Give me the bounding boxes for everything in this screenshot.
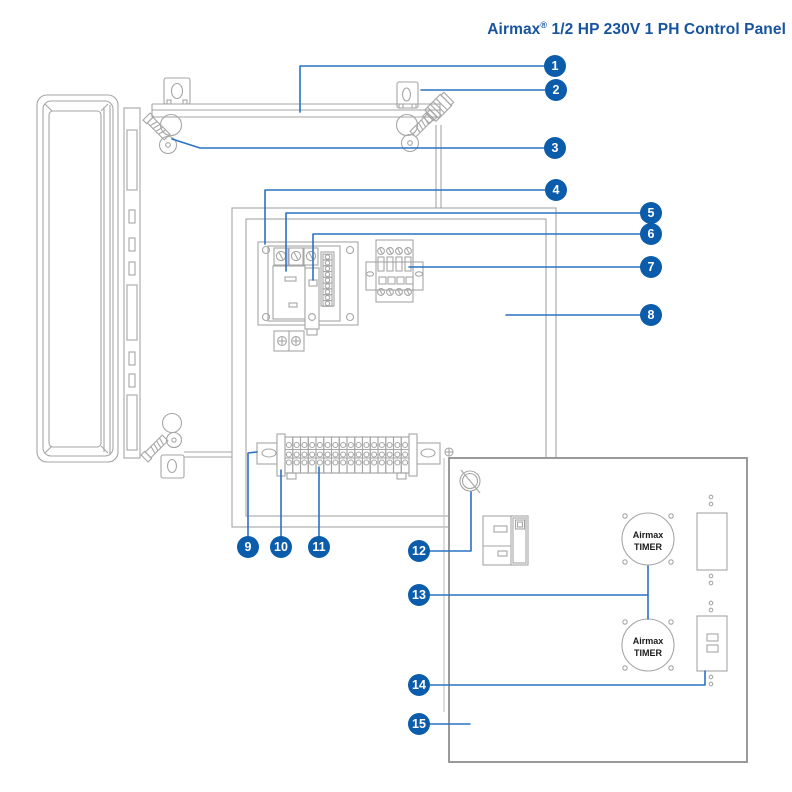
door-clamp-bottom-left xyxy=(140,412,183,463)
leader-line-9 xyxy=(247,451,258,548)
leader-line-5 xyxy=(285,212,652,272)
leader-line-14 xyxy=(418,670,706,686)
door-inner-panel xyxy=(448,457,748,763)
callout-3: 3 xyxy=(544,137,566,159)
leader-line-4 xyxy=(264,189,557,245)
callout-14: 14 xyxy=(408,674,430,696)
leader-line-12 xyxy=(418,491,472,552)
mounting-bracket-left xyxy=(163,77,191,105)
leader-line-1 xyxy=(299,65,556,113)
auxiliary-contact xyxy=(304,267,320,336)
callout-10: 10 xyxy=(270,536,292,558)
title-text: 1/2 HP 230V 1 PH Control Panel xyxy=(547,21,786,39)
ground-lug-terminal xyxy=(273,330,305,352)
door-clamp-top-left xyxy=(142,112,183,155)
leader-line-3 xyxy=(171,138,556,149)
callout-8: 8 xyxy=(640,304,662,326)
callout-15: 15 xyxy=(408,713,430,735)
timer-1-label-line1: Airmax xyxy=(633,530,664,540)
timer-1-label-line2: TIMER xyxy=(634,542,662,552)
ground-screw-icon xyxy=(444,447,454,457)
relay-block xyxy=(365,239,424,303)
terminal-column xyxy=(320,251,335,307)
enclosure-box xyxy=(151,103,442,458)
mounting-bracket-right xyxy=(396,81,419,109)
callout-5: 5 xyxy=(640,202,662,224)
timer-2-label-line2: TIMER xyxy=(634,648,662,658)
registered-trademark: ® xyxy=(540,20,548,30)
breaker-window xyxy=(482,515,529,566)
enclosure-door xyxy=(36,94,119,463)
mounting-bracket-bottom xyxy=(160,454,185,479)
brand-name: Airmax xyxy=(487,21,541,39)
callout-12: 12 xyxy=(408,540,430,562)
callout-1: 1 xyxy=(544,55,566,77)
callout-9: 9 xyxy=(237,536,259,558)
callout-7: 7 xyxy=(640,256,662,278)
callout-11: 11 xyxy=(308,536,330,558)
timer-1 xyxy=(621,512,675,566)
door-latch xyxy=(459,469,481,494)
cable-gland xyxy=(421,91,455,125)
page-title: Airmax® 1/2 HP 230V 1 PH Control Panel xyxy=(487,20,786,39)
callout-4: 4 xyxy=(545,179,567,201)
callout-6: 6 xyxy=(640,223,662,245)
leader-line-6 xyxy=(312,233,652,281)
switch-plate-bottom xyxy=(696,600,728,687)
terminal-strip xyxy=(276,433,418,480)
callout-2: 2 xyxy=(545,79,567,101)
circuit-breaker xyxy=(272,247,319,320)
callout-13: 13 xyxy=(408,584,430,606)
hinge-strip xyxy=(123,107,141,459)
switch-plate-top xyxy=(696,494,728,586)
timer-2-label-line1: Airmax xyxy=(633,636,664,646)
leader-line-13 xyxy=(418,565,649,620)
